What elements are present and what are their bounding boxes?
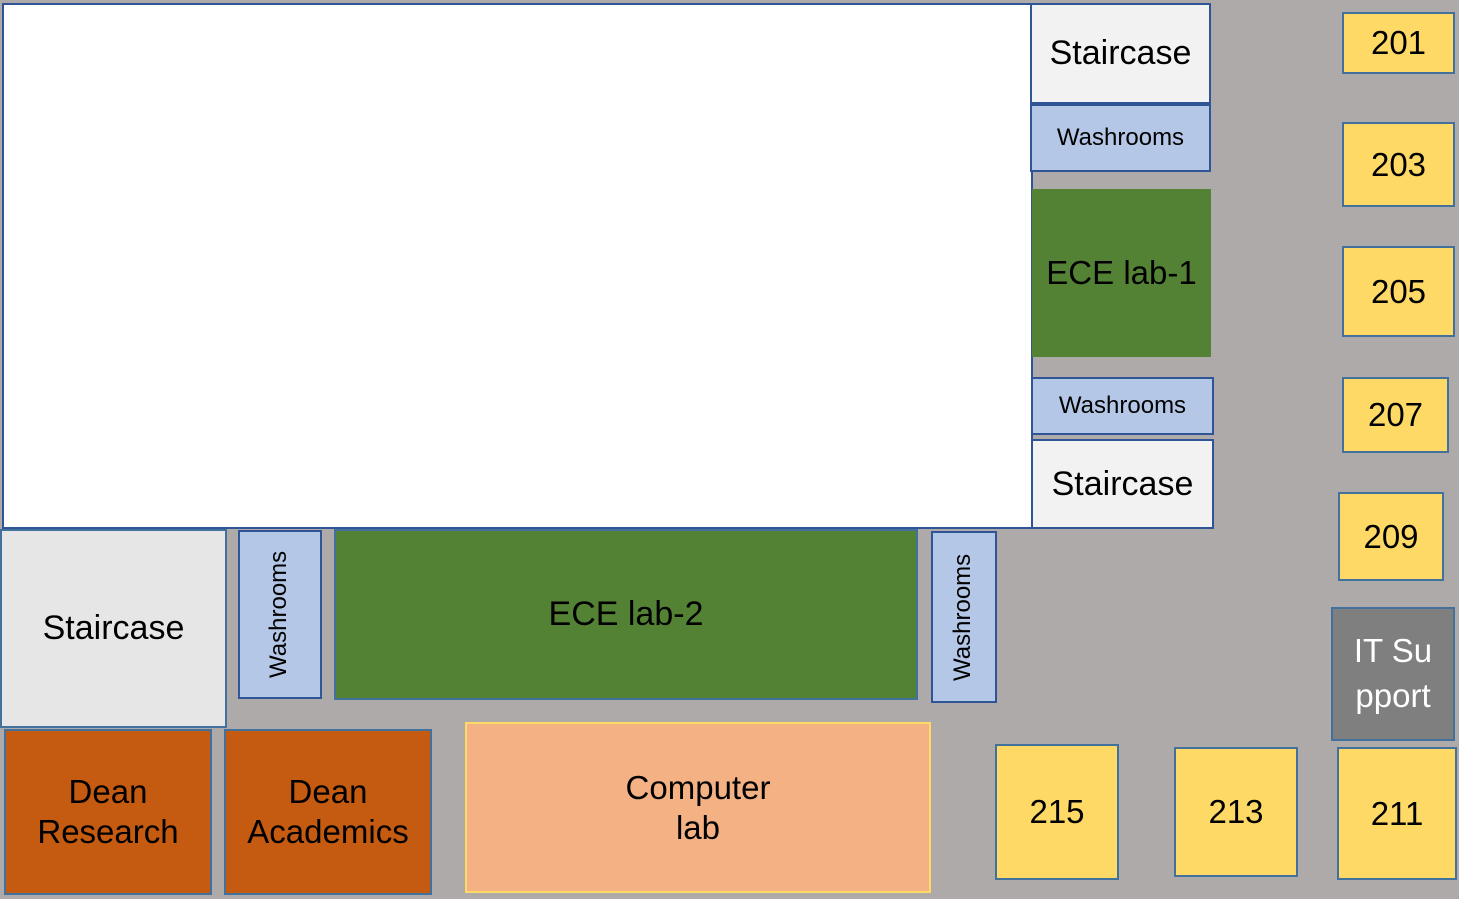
open-area: [2, 3, 1033, 529]
staircase-mid: Staircase: [1031, 439, 1214, 529]
room-201: 201: [1342, 12, 1455, 74]
staircase-left-label: Staircase: [42, 609, 185, 648]
room-209-label: 209: [1363, 517, 1419, 555]
room-213: 213: [1174, 747, 1298, 877]
room-205: 205: [1342, 246, 1455, 337]
ece-lab-1-label: ECE lab-1: [1046, 254, 1197, 292]
room-215-label: 215: [1029, 793, 1085, 831]
room-207-label: 207: [1367, 396, 1424, 434]
washrooms-right-label: Washrooms: [949, 553, 977, 681]
ece-lab-2: ECE lab-2: [334, 529, 918, 700]
computer-lab: Computer lab: [465, 722, 931, 893]
room-203-label: 203: [1370, 145, 1427, 183]
washrooms-mid: Washrooms: [1031, 377, 1214, 435]
it-support-room: IT Support: [1331, 607, 1455, 741]
room-203: 203: [1342, 122, 1455, 207]
room-215: 215: [995, 744, 1119, 880]
room-201-label: 201: [1370, 24, 1427, 62]
washrooms-mid-label: Washrooms: [1058, 391, 1187, 419]
washrooms-left: Washrooms: [238, 530, 322, 699]
ece-lab-1: ECE lab-1: [1032, 189, 1211, 357]
dean-academics-label: Dean Academics: [247, 773, 409, 850]
staircase-top: Staircase: [1030, 3, 1211, 104]
washrooms-left-label: Washrooms: [265, 550, 293, 679]
room-205-label: 205: [1370, 272, 1427, 310]
staircase-top-label: Staircase: [1049, 34, 1192, 73]
room-211-label: 211: [1370, 794, 1424, 832]
it-support-label: IT Support: [1353, 632, 1433, 714]
washrooms-top-label: Washrooms: [1056, 123, 1185, 151]
dean-research-label: Dean Research: [37, 773, 179, 850]
room-211: 211: [1337, 747, 1457, 880]
room-209: 209: [1338, 492, 1444, 581]
dean-academics-office: Dean Academics: [224, 729, 432, 895]
washrooms-right: Washrooms: [931, 531, 997, 703]
ece-lab-2-label: ECE lab-2: [548, 595, 704, 634]
staircase-mid-label: Staircase: [1051, 464, 1194, 503]
staircase-left: Staircase: [0, 529, 227, 728]
dean-research-office: Dean Research: [4, 729, 212, 895]
room-213-label: 213: [1208, 793, 1264, 831]
washrooms-top: Washrooms: [1030, 104, 1211, 172]
computer-lab-label: Computer lab: [625, 768, 771, 846]
room-207: 207: [1342, 377, 1449, 453]
